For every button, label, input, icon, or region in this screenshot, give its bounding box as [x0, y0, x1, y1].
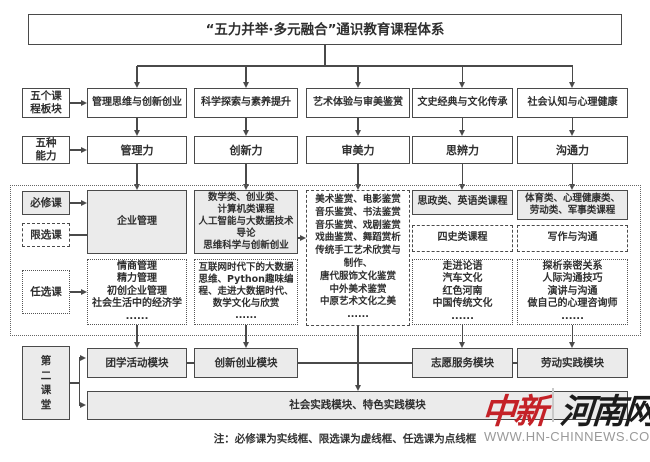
elective-courses-culture: 走进论语 汽车文化 红色河南 中国传统文化 ...... — [412, 259, 513, 325]
row-label-elective-courses: 任选课 — [22, 270, 70, 314]
row-label-abilities: 五种 能力 — [22, 136, 70, 164]
arrow-down-icon — [459, 81, 465, 88]
arrow-down-icon — [133, 341, 140, 348]
arrow-right-icon — [80, 354, 86, 361]
connector-line — [357, 118, 359, 131]
watermark-url: WWW.HN-CHINNEWS.COM — [484, 429, 650, 444]
connector-line — [298, 237, 301, 239]
connector-line — [571, 325, 574, 342]
connector-line — [187, 362, 194, 364]
module-labor-practice: 劳动实践模块 — [517, 348, 628, 378]
arrow-right-icon — [80, 401, 86, 408]
connector-line — [136, 66, 138, 82]
aesthetic-courses-box: 美术鉴赏、电影鉴赏 音乐鉴赏、书法鉴赏 音乐鉴赏、戏剧鉴赏 戏曲鉴赏、舞蹈赏析 … — [306, 190, 410, 326]
diagram-title: “五力并举·多元融合”通识教育课程体系 — [28, 14, 622, 45]
module-innovation: 创新创业模块 — [194, 348, 298, 378]
module-volunteer: 志愿服务模块 — [412, 348, 513, 378]
connector-line — [78, 357, 80, 406]
watermark-divider — [552, 388, 554, 422]
connector-line — [70, 149, 81, 151]
connector-line — [70, 202, 81, 204]
connector-line — [136, 164, 138, 184]
arrow-down-icon — [459, 130, 465, 136]
connector-line — [298, 362, 412, 364]
plate-history: 文史经典与文化传承 — [412, 88, 513, 118]
arrow-down-icon — [242, 130, 249, 136]
connector-line — [137, 65, 573, 67]
connector-line — [70, 234, 87, 236]
arrow-down-icon — [569, 183, 575, 190]
arrow-down-icon — [133, 81, 140, 88]
watermark-logo-zhongxin: 中新 — [480, 392, 548, 432]
elective-courses-management: 情商管理 精力管理 初创企业管理 社会生活中的经济学 ...... — [87, 259, 187, 325]
ability-aesthetic: 审美力 — [306, 136, 410, 164]
module-social-practice: 社会实践模块、特色实践模块 — [87, 391, 628, 420]
connector-line — [571, 66, 574, 82]
row-label-limited-courses: 限选课 — [22, 223, 70, 247]
connector-line — [461, 325, 464, 342]
connector-line — [70, 102, 81, 104]
connector-line — [245, 325, 247, 342]
connector-line — [70, 382, 79, 384]
connector-line — [513, 362, 517, 364]
legend-note: 注：必修课为实线框、限选课为虚线框、任选课为点线框 — [213, 433, 477, 445]
required-course-management: 企业管理 — [87, 190, 187, 254]
limited-course-writing: 写作与沟通 — [517, 225, 628, 252]
arrow-down-icon — [242, 183, 249, 190]
arrow-down-icon — [354, 183, 361, 190]
arrow-down-icon — [242, 341, 249, 348]
arrow-down-icon — [133, 183, 140, 190]
arrow-right-icon — [80, 288, 87, 295]
arrow-down-icon — [354, 81, 361, 88]
arrow-down-icon — [354, 384, 361, 391]
required-course-politics: 思政类、英语类课程 — [412, 190, 513, 215]
connector-line — [245, 66, 247, 82]
limited-course-history: 四史类课程 — [412, 225, 513, 252]
required-course-science: 数学类、创业类、 计算机类课程 人工智能与大数据技术 导论 思维科学与创新创业 — [194, 190, 298, 254]
row-label-course-plates: 五个课 程板块 — [22, 88, 70, 118]
plate-management: 管理思维与创新创业 — [87, 88, 187, 118]
connector-line — [357, 326, 359, 385]
arrow-down-icon — [569, 81, 575, 88]
arrow-down-icon — [242, 81, 249, 88]
arrow-down-icon — [133, 130, 140, 136]
elective-courses-science: 互联网时代下的大数据 思维、Python趣味编 程、走进大数据时代、 数学文化与… — [194, 259, 298, 325]
arrow-down-icon — [569, 130, 575, 136]
connector-line — [357, 164, 359, 184]
connector-line — [357, 66, 359, 82]
connector-line — [461, 66, 464, 82]
row-label-second-classroom: 第 二 课 堂 — [22, 346, 70, 420]
ability-management: 管理力 — [87, 136, 187, 164]
plate-science: 科学探索与素养提升 — [194, 88, 298, 118]
arrow-right-icon — [80, 199, 87, 206]
connector-line — [461, 118, 464, 131]
connector-line — [324, 45, 326, 66]
module-league-activities: 团学活动模块 — [87, 348, 187, 378]
arrow-right-icon — [80, 146, 87, 153]
connector-line — [245, 118, 247, 131]
arrow-down-icon — [459, 341, 465, 348]
plate-art: 艺术体验与审美鉴赏 — [306, 88, 410, 118]
connector-line — [245, 164, 247, 184]
ability-communication: 沟通力 — [517, 136, 628, 164]
course-area-container — [10, 185, 641, 336]
arrow-down-icon — [354, 130, 361, 136]
connector-line — [136, 118, 138, 131]
connector-line — [461, 164, 464, 184]
connector-line — [571, 164, 574, 184]
connector-line — [136, 325, 138, 342]
connector-line — [70, 291, 81, 293]
watermark-logo-henanwang: 河南网 — [558, 392, 650, 432]
connector-line — [571, 118, 574, 131]
ability-innovation: 创新力 — [194, 136, 298, 164]
arrow-down-icon — [569, 341, 575, 348]
ability-critical: 思辨力 — [412, 136, 513, 164]
arrow-down-icon — [459, 183, 465, 190]
arrow-right-icon — [80, 99, 87, 106]
arrow-right-icon — [300, 234, 306, 241]
plate-psychology: 社会认知与心理健康 — [517, 88, 628, 118]
elective-courses-communication: 探析亲密关系 人际沟通技巧 演讲与沟通 做自己的心理咨询师 ...... — [517, 259, 628, 325]
required-course-pe: 体育类、心理健康类、 劳动类、军事类课程 — [517, 190, 628, 220]
row-label-required-courses: 必修课 — [22, 191, 70, 215]
